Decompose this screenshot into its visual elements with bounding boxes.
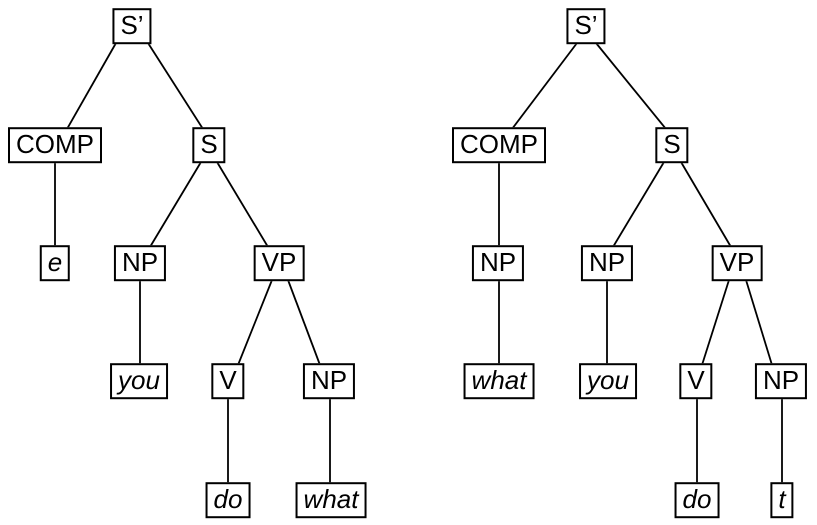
right-tree-node-sbar: S’ [566, 8, 606, 44]
left-tree-node-s: S [192, 127, 226, 163]
left-tree-node-e: e [39, 245, 71, 281]
edge-vp-np [745, 279, 773, 366]
right-tree-node-s: S [655, 127, 689, 163]
right-tree-node-do: do [674, 482, 720, 518]
left-tree-node-sbar: S’ [112, 8, 152, 44]
left-tree-node-comp: COMP [8, 127, 102, 163]
edge-vp-np [287, 279, 321, 366]
edge-s-vp [216, 161, 269, 248]
right-tree-node-vp: VP [711, 245, 763, 281]
edge-s-vp [680, 161, 732, 248]
left-tree-node-vp: VP [253, 245, 305, 281]
right-tree-node-np-obj: NP [754, 363, 808, 399]
edge-sbar-comp [66, 42, 117, 130]
edge-vp-v [237, 279, 273, 366]
edge-s-np [612, 161, 665, 248]
left-tree-node-v: V [211, 363, 245, 399]
edge-sbar-s [595, 42, 667, 130]
left-tree-node-what: what [295, 482, 367, 518]
right-tree-node-t: t [770, 482, 794, 518]
right-tree-node-comp: COMP [452, 127, 546, 163]
right-tree-node-v: V [679, 363, 713, 399]
left-tree-node-you: you [110, 363, 168, 399]
edge-sbar-comp [511, 42, 578, 130]
edge-sbar-s [147, 42, 204, 130]
right-tree-node-np-comp: NP [471, 245, 525, 281]
left-tree-node-do: do [205, 482, 251, 518]
right-tree-node-you: you [579, 363, 637, 399]
right-tree-node-np-subj: NP [580, 245, 634, 281]
right-tree-node-what: what [463, 363, 535, 399]
edge-s-np [149, 161, 202, 248]
edge-vp-v [701, 279, 730, 366]
left-tree-node-np-subj: NP [113, 245, 167, 281]
left-tree-node-np-obj: NP [302, 363, 356, 399]
